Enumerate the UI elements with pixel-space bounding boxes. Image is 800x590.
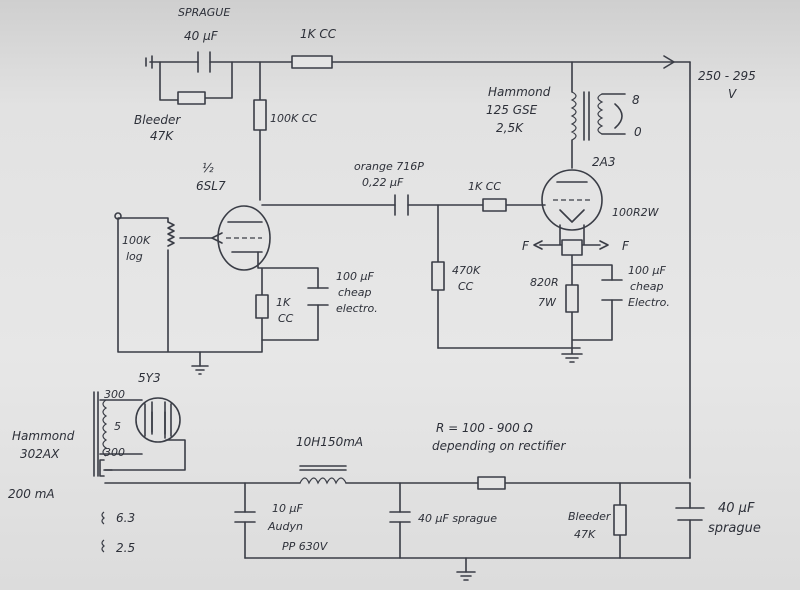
r-820r	[565, 284, 579, 313]
label-cap-100uf-b3: Electro.	[628, 296, 670, 309]
label-bleeder-bot-val: 47K	[574, 528, 596, 541]
pot-wire	[117, 217, 263, 353]
top-cap-40uf	[145, 51, 211, 73]
label-cap-100uf-a3: electro.	[336, 302, 378, 315]
label-r-100r2w: 100R2W	[612, 206, 660, 219]
r-1k-cathode	[255, 294, 269, 319]
label-pt-63: 6.3	[116, 511, 135, 525]
label-supply-unit: V	[728, 87, 737, 101]
output-transformer	[570, 91, 626, 141]
label-cap-100uf-b1: 100 µF	[628, 264, 666, 277]
label-hammond-ot: Hammond	[488, 85, 551, 99]
cap-100uf-6sl7	[307, 287, 329, 306]
label-cap-40uf-top: 40 µF	[184, 29, 219, 43]
label-hammond-ot-model: 125 GSE	[486, 103, 538, 117]
label-tube-6sl7-b: 6SL7	[196, 179, 226, 193]
power-transformer	[93, 391, 113, 553]
hum-pot-100r	[533, 239, 609, 256]
r-100k-plate	[253, 99, 267, 131]
label-tap-8: 8	[632, 93, 640, 107]
cap-40uf-mid	[389, 511, 411, 523]
pot-wiper-arrow	[211, 232, 223, 244]
label-f-right: F	[622, 239, 630, 253]
label-r-100k: 100K CC	[270, 112, 317, 125]
label-bleeder-top-val: 47K	[150, 129, 174, 143]
label-r-470k: 470K	[452, 264, 481, 277]
label-r-820r: 820R	[530, 276, 559, 289]
label-cap-100uf-a1: 100 µF	[336, 270, 374, 283]
label-tap-0: 0	[634, 125, 642, 139]
tube-2a3	[541, 169, 603, 231]
label-pt-25: 2.5	[116, 541, 135, 555]
label-cap-10uf-1: 10 µF	[272, 502, 303, 515]
label-pt-name: Hammond	[12, 429, 75, 443]
label-tube-6sl7-a: ½	[202, 161, 214, 175]
r-1k-top	[291, 55, 333, 69]
label-pt-300b: 300	[104, 446, 125, 459]
label-cap-10uf-2: Audyn	[267, 520, 303, 533]
r-range-resistor	[477, 476, 506, 490]
wiring	[99, 55, 691, 573]
labels: SPRAGUE 40 µF 1K CC Bleeder 47K 100K CC …	[8, 6, 761, 555]
choke-10h	[299, 465, 347, 485]
volume-pot	[167, 221, 175, 247]
label-r-1k-cath-type: CC	[278, 312, 294, 325]
label-supply-range: 250 - 295	[698, 69, 756, 83]
cathode-2a3-wire	[571, 254, 613, 349]
rectifier-5y3	[135, 397, 181, 443]
label-r-note: depending on rectifier	[432, 439, 566, 453]
ground-symbols	[191, 347, 583, 581]
label-sprague-top: SPRAGUE	[178, 6, 230, 19]
label-r-range: R = 100 - 900 Ω	[436, 421, 534, 435]
label-cap-40uf-mid: 40 µF sprague	[418, 512, 497, 525]
label-f-left: F	[522, 239, 530, 253]
label-pt-model: 302AX	[20, 447, 60, 461]
cap-10uf-audyn	[234, 511, 256, 523]
label-r-470k-type: CC	[458, 280, 474, 293]
cathode-6sl7-wire	[257, 251, 319, 341]
label-r-1kcc-mid: 1K CC	[468, 180, 501, 193]
r-1kcc-grid	[482, 198, 507, 212]
label-r-1k-cath: 1K	[276, 296, 291, 309]
label-cap-100uf-b2: cheap	[630, 280, 664, 293]
cap-40uf-right	[675, 507, 705, 521]
label-tube-2a3: 2A3	[592, 155, 615, 169]
filter-wire	[244, 482, 691, 559]
label-cap-40uf-right-1: 40 µF	[718, 501, 755, 516]
bleeder-bottom-resistor	[613, 504, 627, 536]
label-rect-5y3: 5Y3	[138, 371, 161, 385]
label-pt-300a: 300	[104, 388, 125, 401]
tube-6sl7	[217, 205, 271, 271]
label-cap-orange-val: 0,22 µF	[362, 176, 404, 189]
label-cap-40uf-right-2: sprague	[708, 521, 761, 536]
label-r-1k-top: 1K CC	[300, 27, 337, 41]
r-470k	[431, 261, 445, 291]
label-cap-100uf-a2: cheap	[338, 286, 372, 299]
label-pot-val: 100K	[122, 234, 151, 247]
input-jack	[114, 212, 122, 220]
bleeder-top-resistor	[177, 91, 206, 105]
supply-arrow	[663, 55, 675, 69]
label-cap-10uf-3: PP 630V	[282, 540, 329, 553]
label-bleeder-top: Bleeder	[134, 113, 181, 127]
label-cap-orange-name: orange 716P	[354, 160, 424, 173]
label-pot-type: log	[126, 250, 143, 263]
label-choke: 10H150mA	[296, 435, 363, 449]
label-bleeder-bot: Bleeder	[568, 510, 612, 523]
label-hammond-ot-imp: 2,5K	[496, 121, 524, 135]
label-r-820r-w: 7W	[538, 296, 557, 309]
cap-orange-716p	[394, 194, 409, 216]
bleeder-top-wire	[159, 61, 233, 101]
label-pt-5: 5	[114, 420, 121, 433]
cap-100uf-2a3	[601, 279, 623, 301]
label-pt-current: 200 mA	[8, 487, 55, 501]
